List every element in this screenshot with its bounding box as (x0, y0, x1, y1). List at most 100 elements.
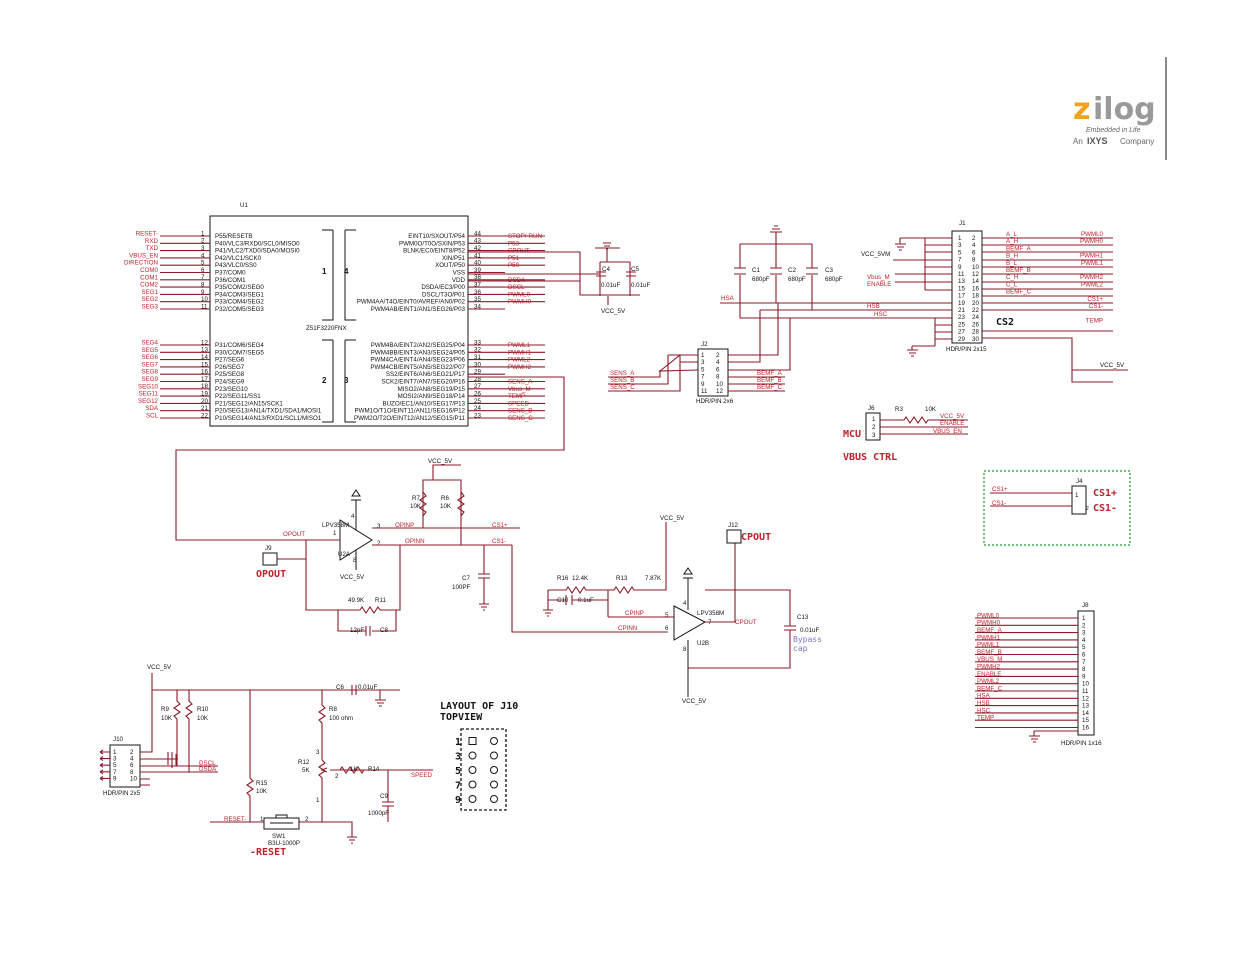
mcu-pin-num: 25 (474, 398, 481, 405)
j1-sig-a: C_H (1006, 274, 1018, 281)
mcu-pin-num: 15 (201, 361, 208, 368)
j1-pin-right: 28 (972, 329, 979, 336)
j8-pin: 11 (1082, 688, 1089, 695)
mcu-pin-num: 26 (474, 391, 481, 398)
j10-pin-arrow (99, 756, 110, 762)
j1-pin-right: 10 (972, 264, 979, 271)
c10-value: 0.1uF (578, 597, 594, 604)
j1-pin-left: 23 (958, 314, 965, 321)
mcu-pin-num: 31 (474, 354, 481, 361)
j2-pin-right: 4 (716, 359, 720, 366)
mcu-pin-name: P27/SEG6 (215, 357, 245, 364)
opamp-u2a: LPV358M U2A 3 2 1 4 8 VCC_5V 49.9K R11 1… (256, 458, 668, 636)
mcu-pin-name: P33/COM4/SEG2 (215, 299, 264, 306)
j6-pin-3: 3 (872, 432, 876, 439)
mcu-pin-name: PWM1O/T1O/EINT11/AN11/SEG16/P12 (355, 408, 466, 415)
j8-pin: 1 (1082, 615, 1086, 622)
r13-value: 7.87K (645, 575, 662, 582)
j1-sig-a: A_L (1006, 231, 1018, 238)
mcu-pin-name: P21/SEG12/AN15/SCK1 (215, 400, 283, 407)
mcu-section-1: 1 (322, 267, 327, 276)
j2-pin-left: 9 (701, 381, 705, 388)
mcu-net-left: COM0 (140, 267, 158, 274)
mcu-pin-num: 37 (474, 282, 481, 289)
j1-pin-right: 18 (972, 293, 979, 300)
j2-pin-left: 1 (701, 352, 705, 359)
c2-value: 680pF (788, 276, 806, 283)
u2a-ref: U2A (338, 551, 351, 558)
j1-pin-left: 19 (958, 300, 965, 307)
j1-pin-right: 20 (972, 300, 979, 307)
sw1-pin1: 1 (260, 816, 264, 823)
c4-ref: C4 (602, 266, 610, 273)
mcu-pin-name: XOUT/P50 (435, 262, 465, 269)
mcu-pin-num: 36 (474, 289, 481, 296)
u2a-pin2: 2 (377, 540, 381, 547)
j1-pin-left: 27 (958, 329, 965, 336)
mcu-pin-name: DSCL/T3O/P01 (422, 291, 466, 298)
u2a-net-opout: OPOUT (283, 531, 305, 538)
u2b-pin5: 5 (665, 612, 669, 619)
j8-net: PWML2 (977, 678, 1000, 685)
c6-ref: C6 (336, 684, 344, 691)
j10-pin-right: 8 (130, 769, 134, 776)
mcu-pin-name: P55/RESETB (215, 233, 253, 240)
mcu-body (209, 215, 469, 427)
mcu-net-left: SEG3 (141, 304, 158, 311)
j8-net: HSB (977, 700, 990, 707)
j1-sig-b: PWMH1 (1080, 253, 1104, 260)
u2a-part: LPV358M (322, 522, 349, 529)
mcu-pin-num: 9 (201, 289, 205, 296)
u2b-pin6: 6 (665, 625, 669, 632)
mcu-net-left: SEG7 (141, 361, 158, 368)
j8-net: PWML0 (977, 612, 1000, 619)
mcu-pin-num: 20 (201, 398, 208, 405)
j10-pin-arrow (99, 769, 110, 775)
mcu-net-left: VBUS_EN (129, 252, 158, 259)
layout-pin-circle (468, 780, 477, 789)
j9-label: OPOUT (256, 569, 286, 580)
j8-net: PWMH0 (977, 620, 1001, 627)
j10-pin-right: 10 (130, 775, 137, 782)
u2b-vcc: VCC_5V (682, 698, 707, 705)
j1-sig-a: B_L (1006, 260, 1018, 267)
mcu-pin-num: 41 (474, 252, 481, 259)
mcu-pin-num: 38 (474, 274, 481, 281)
j8-net: VBUS_M (977, 656, 1002, 663)
j8-pin: 7 (1082, 659, 1086, 666)
mcu-pin-num: 44 (474, 230, 481, 237)
j8-net: PWMH1 (977, 634, 1001, 641)
mcu-section-4: 4 (344, 267, 349, 276)
j1-pin-left: 1 (958, 235, 962, 242)
u2a-net-opinp: OPINP (395, 522, 414, 529)
j8-pin: 8 (1082, 666, 1086, 673)
mcu-pin-name: PWM2O/T2O/EINT12/AN12/SEG15/P11 (354, 415, 466, 422)
mcu-pin-name: MISO2/AN8/SEG19/P15 (398, 386, 466, 393)
r8-ref: R8 (329, 706, 337, 713)
u2a-pin8: 8 (353, 557, 357, 564)
mcu-pin-name: P34/COM3/SEG1 (215, 291, 264, 298)
j8-net: BEMF_B (977, 649, 1002, 656)
mcu-pin-name: P22/SEG11/SS1 (215, 393, 261, 400)
u2a-net-cs1n: CS1- (492, 538, 506, 545)
u2a-vcc-top: VCC_5V (428, 458, 453, 465)
j1-sig-a: A_H (1006, 238, 1018, 245)
j10-pin-right: 4 (130, 756, 134, 763)
j2-net-sens-c: SENS_C (610, 384, 635, 391)
mcu-wiring (175, 247, 640, 541)
r12-ref: R12 (298, 759, 310, 766)
u2b-net-cpinp: CPINP (625, 610, 644, 617)
mcu-pin-num: 24 (474, 405, 481, 412)
r11-value: 49.9K (348, 597, 365, 604)
j8-net: PWMH2 (977, 664, 1001, 671)
j10-pin-right: 6 (130, 762, 134, 769)
c6-value: 0.01uF (358, 684, 377, 691)
mcu-pin-name: BUZO/EC1/AN10/SEG17/P13 (382, 400, 465, 407)
mcu-pin-num: 1 (201, 230, 205, 237)
j6-net-vcc: VCC_5V (940, 413, 965, 420)
j1-pin-left: 21 (958, 307, 965, 314)
